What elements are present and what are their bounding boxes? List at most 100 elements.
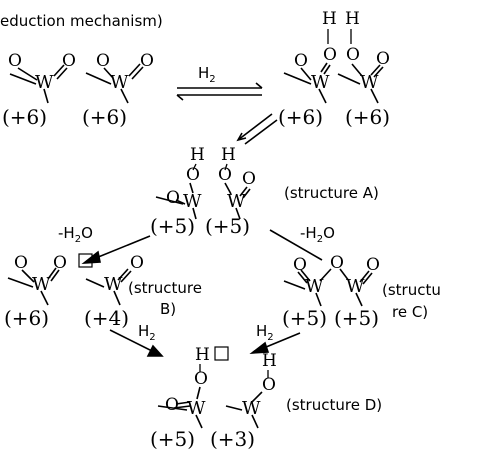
w-bond (85, 72, 112, 85)
w-o-double-bond (362, 272, 373, 285)
w-bond (40, 290, 49, 306)
atom-o: O (376, 49, 390, 69)
atom-o: O (242, 169, 256, 189)
atom-o: O (194, 369, 208, 389)
structure-c-label: re C) (392, 303, 428, 321)
w-o-double-bond (47, 267, 57, 280)
arrow-head (249, 341, 270, 354)
minus-h2o-label: -H2O (300, 224, 335, 245)
h2-label: H2 (198, 64, 216, 85)
w-bond (120, 88, 129, 104)
structure-a-label: (structure A) (284, 184, 379, 202)
atom-o: O (262, 375, 276, 395)
atom-o: O (96, 51, 110, 71)
structure-b: O O W (+6) O W (+4) (structure B) (4, 253, 202, 330)
w-bond (251, 414, 259, 429)
w-bond (225, 405, 243, 411)
arrow-line (244, 119, 278, 145)
oxygen-vacancy-icon (214, 346, 229, 361)
oxidation-state: (+5) (282, 306, 327, 330)
w-bond (43, 88, 49, 104)
atom-o: O (323, 45, 337, 65)
atom-o: O (293, 255, 307, 275)
oxidation-state: (+4) (84, 306, 129, 330)
w-bond (9, 73, 37, 85)
atom-h: H (322, 9, 337, 29)
oxidation-state: (+5) (150, 214, 195, 238)
h2-arrow-right: H2 (249, 322, 301, 354)
w-o-bridge-bond (339, 268, 350, 282)
w-bond (318, 88, 327, 104)
w-o-bond (251, 391, 263, 403)
w-bond (192, 207, 197, 220)
w-bond (235, 207, 241, 220)
forward-arrow-head (255, 82, 263, 89)
atom-w: W (183, 191, 202, 212)
atom-w: W (32, 274, 51, 295)
equilibrium-arrow-diagonal (236, 113, 278, 145)
atom-w: W (227, 191, 246, 212)
atom-o: O (366, 255, 380, 275)
oxidation-state: (+6) (278, 105, 323, 129)
w-o-double-bond (131, 66, 144, 80)
atom-o: O (62, 51, 76, 71)
w-o-double-bond (370, 64, 381, 76)
atom-h: H (195, 345, 210, 365)
atom-o: O (294, 51, 308, 71)
w-o-bond (173, 405, 191, 409)
w-o-bond (300, 67, 312, 81)
h-o-bond (224, 163, 228, 171)
initial-state: O O W (+6) O O W (+6) (2, 51, 154, 129)
atom-o: O (8, 51, 22, 71)
w-o-bond (224, 182, 232, 195)
h2-arrow-left: H2 (109, 322, 164, 357)
w-bond (157, 405, 188, 411)
w-o-double-bond (323, 64, 331, 75)
reverse-arrow-head (176, 94, 184, 101)
w-o-double-bond (297, 271, 308, 284)
oxidation-state: (+6) (2, 105, 47, 129)
dehydration-arrow-left: -H2O (58, 224, 151, 264)
oxygen-vacancy-icon (78, 253, 93, 268)
w-o-double-bond (300, 269, 311, 282)
atom-o: O (218, 165, 232, 185)
atom-o: O (14, 253, 28, 273)
minus-h2o-label: -H2O (58, 224, 93, 245)
equilibrium-arrow-h2-adsorption: H2 (176, 64, 263, 101)
atom-w: W (187, 398, 206, 419)
atom-w: W (242, 398, 261, 419)
w-o-double-bond (359, 270, 370, 283)
w-bond (85, 278, 105, 288)
atom-h: H (221, 145, 236, 165)
w-o-double-bond (175, 401, 191, 405)
w-o-double-bond (56, 67, 68, 80)
oxidation-state: (+6) (4, 306, 49, 330)
h-o-bond (192, 163, 197, 171)
atom-o: O (186, 165, 200, 185)
atom-w: W (110, 72, 129, 93)
arrow-line (237, 113, 273, 141)
w-o-bond (351, 63, 363, 77)
atom-w: W (360, 72, 379, 93)
structure-d: H H O O O W (+5) W (+3) (structure D) (150, 345, 382, 450)
w-bond (113, 290, 121, 306)
structure-b-label: B) (160, 300, 176, 318)
w-o-double-bond (120, 270, 132, 283)
dehydration-path-right: -H2O (269, 224, 335, 261)
atom-h: H (190, 145, 205, 165)
atom-o: O (166, 188, 180, 208)
atom-o: O (346, 45, 360, 65)
w-o-bond (21, 269, 35, 283)
w-o-double-bond (242, 188, 251, 199)
h2-label: H2 (256, 322, 274, 343)
h2-label: H2 (138, 322, 156, 343)
atom-h: H (345, 9, 360, 29)
w-bond (283, 280, 306, 290)
w-bond (155, 196, 184, 205)
w-o-double-bond (239, 186, 248, 197)
oxidation-state: (+6) (345, 105, 390, 129)
structure-d-label: (structure D) (286, 396, 382, 414)
w-o-double-bond (128, 63, 141, 77)
w-o-double-bond (320, 62, 328, 73)
atom-o: O (165, 395, 179, 415)
